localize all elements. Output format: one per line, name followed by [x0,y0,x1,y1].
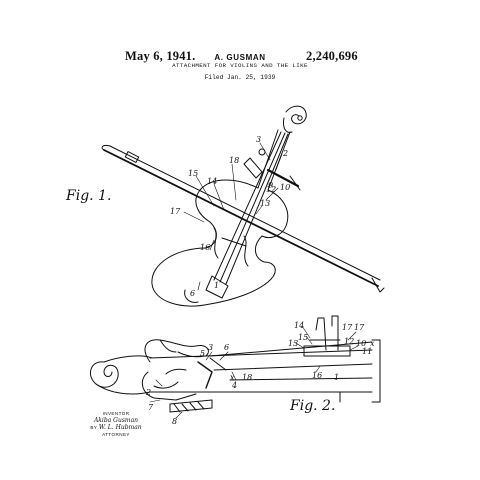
fig1-ref-number: 12 [266,185,276,194]
patent-title: ATTACHMENT FOR VIOLINS AND THE LIKE [172,62,308,69]
by-label: BY [90,425,98,430]
fig2-hand-drawing [89,315,381,413]
fig1-ref-number: 18 [229,156,239,165]
fig1-ref-number: 1 [214,281,219,290]
fig2-ref-number: 4 [231,381,237,390]
fig2-leader-lines [149,325,359,419]
fig1-leader-lines [183,142,283,291]
fig2-ref-number: 7 [148,403,154,412]
inventor-name: Akiba Gusman [93,417,139,424]
fig1-ref-number: 6 [190,289,195,298]
fig1-ref-number: 10 [280,183,290,192]
fig2-ref-number: 1 [334,373,339,382]
fig1-ref-number: 14 [207,177,217,186]
fig2-ref-number: 18 [242,373,252,382]
attorney-signature: W. L. Hubman [98,424,142,431]
fig1-ref-number: 3 [256,135,261,144]
fig2-label: Fig. 2. [289,398,335,414]
fig2-ref-number: 17 [342,323,353,332]
inventor-label: INVENTOR [102,411,130,416]
fig1-ref-number: 13 [260,199,270,208]
fig2-ref-number: 10 [356,339,366,348]
fig2-ref-number: 16 [312,371,322,380]
fig1-ref-number: 9 [268,181,273,190]
signature-block: INVENTOR Akiba Gusman BY W. L. Hubman AT… [76,410,156,438]
fig2-ref-number: x [370,339,375,348]
fig2-ref-number: 13 [288,339,298,348]
fig1-violin-drawing [101,105,385,307]
fig2-ref-number: x [230,373,235,382]
fig2-ref-number: 8 [172,417,177,426]
patent-date: May 6, 1941. [125,49,196,63]
fig2-ref-number: 12 [344,337,354,346]
fig1-ref-number: 17 [170,207,181,216]
fig2-ref-number: 6 [224,343,229,352]
fig1-label: Fig. 1. [65,188,111,204]
fig1-ref-number: 16 [200,243,210,252]
fig2-ref-number: 17 [354,323,365,332]
fig1-ref-number: 15 [188,169,198,178]
fig2-ref-number: 15 [298,333,308,342]
patent-number: 2,240,696 [306,49,358,63]
fig2-ref-number: 14 [294,321,304,330]
attorney-label: ATTORNEY [102,432,130,437]
filed-date: Filed Jan. 25, 1939 [204,74,276,81]
fig2-ref-number: 3 [208,343,213,352]
inventor-header: A. GUSMAN [214,53,266,62]
fig2-ref-number: 11 [362,347,372,356]
fig1-reference-numbers: 3 2 18 15 14 12 10 9 13 17 16 1 6 [170,135,290,298]
fig1-ref-number: 2 [282,149,288,158]
fig2-reference-numbers: 14 15 17 17 13 12 10 11 x 3 6 5 4 x 18 2… [145,321,375,426]
fig2-ref-number: 5 [200,349,205,358]
fig2-ref-number: 2 [145,388,151,397]
